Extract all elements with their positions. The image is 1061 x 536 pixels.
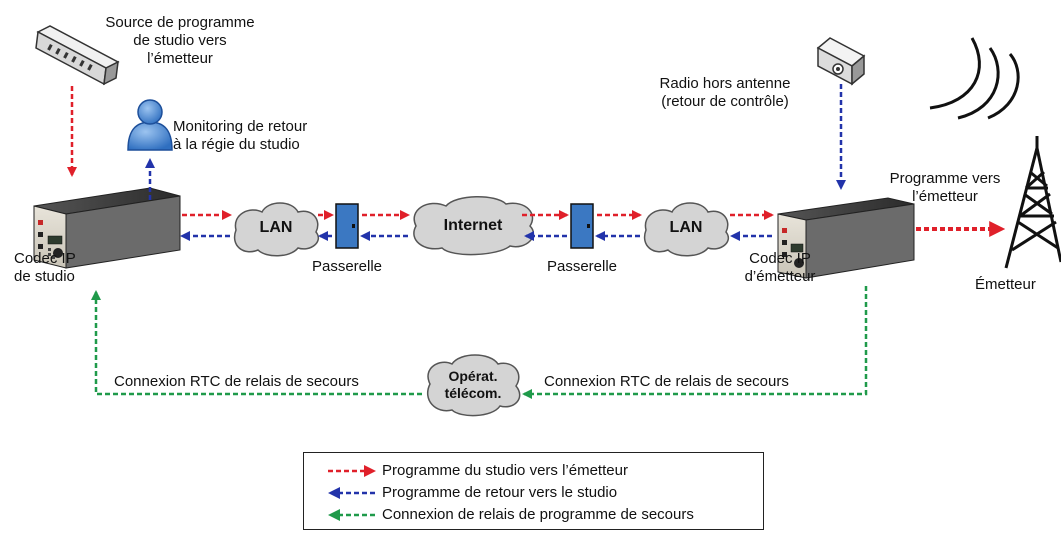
forward-program-arrows — [67, 86, 1006, 237]
studio-codec-device-icon — [33, 187, 181, 269]
gateway-right-label: Passerelle — [546, 258, 618, 275]
telecom-operator-cloud — [427, 354, 521, 417]
off-air-radio-icon — [816, 37, 866, 86]
transmitter-codec-label: Codec IP d’émetteur — [744, 250, 816, 285]
lan-right-label: LAN — [669, 219, 703, 236]
transmitter-codec-device-icon — [777, 197, 915, 279]
monitoring-person-icon — [127, 99, 173, 151]
internet-label: Internet — [443, 217, 503, 234]
transmitter-tower-icon — [1004, 136, 1061, 269]
telecom-operator-label: Opérat. télécom. — [444, 368, 502, 401]
broadcast-waves-icon — [929, 37, 1020, 120]
program-to-transmitter-label: Programme vers l’émetteur — [889, 170, 1001, 205]
legend-red-arrow-icon — [328, 465, 376, 477]
internet-cloud — [413, 196, 535, 256]
return-program-arrows — [145, 84, 846, 241]
gateway-left-label: Passerelle — [311, 258, 383, 275]
transmitter-label: Émetteur — [975, 276, 1036, 293]
lan-right-cloud — [643, 202, 729, 257]
studio-source-device-icon — [35, 25, 120, 86]
rtc-left-label: Connexion RTC de relais de secours — [114, 373, 359, 390]
legend-label: Programme du studio vers l’émetteur — [382, 462, 628, 479]
radio-label: Radio hors antenne (retour de contrôle) — [659, 75, 791, 110]
gateway-left-icon — [335, 203, 359, 249]
gateway-right-icon — [570, 203, 594, 249]
legend-blue-arrow-icon — [328, 487, 376, 499]
legend-label: Programme de retour vers le studio — [382, 484, 618, 501]
monitoring-label: Monitoring de retour à la régie du studi… — [173, 118, 308, 153]
backup-connection-arrows — [91, 286, 868, 399]
source-label: Source de programme de studio vers l’éme… — [105, 14, 255, 67]
studio-codec-label: Codec IP de studio — [14, 250, 76, 285]
legend-label: Connexion de relais de programme de seco… — [382, 506, 694, 523]
lan-left-cloud — [233, 202, 319, 257]
legend-green-arrow-icon — [328, 509, 376, 521]
lan-left-label: LAN — [259, 219, 293, 236]
rtc-right-label: Connexion RTC de relais de secours — [544, 373, 789, 390]
legend: Programme du studio vers l’émetteur Prog… — [303, 452, 764, 530]
